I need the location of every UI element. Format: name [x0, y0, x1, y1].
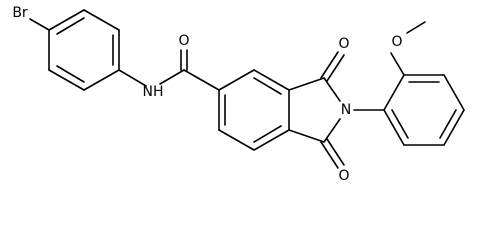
- bond: [56, 65, 85, 83]
- bond: [29, 18, 50, 31]
- bond: [326, 138, 345, 166]
- bond: [83, 9, 120, 31]
- bond: [83, 69, 120, 91]
- bond: [326, 54, 345, 82]
- amide-nitrogen-label: NH: [143, 84, 164, 100]
- bond-lines: [29, 9, 465, 169]
- bond: [56, 17, 85, 35]
- bond: [253, 77, 282, 95]
- bond: [253, 125, 282, 143]
- bond: [323, 118, 341, 143]
- bromine-label: Br: [12, 5, 28, 21]
- bond: [439, 109, 457, 139]
- bond: [183, 69, 220, 91]
- bond: [118, 69, 147, 87]
- amide-oxygen-label: O: [178, 33, 189, 49]
- bond: [253, 129, 290, 151]
- bond: [383, 109, 405, 146]
- bond: [159, 69, 185, 85]
- bond: [48, 69, 85, 91]
- bond: [320, 51, 339, 79]
- bond: [320, 141, 339, 169]
- atom-labels: Br NH O N O O O: [12, 5, 402, 184]
- bond: [323, 77, 341, 102]
- chemical-structure: Br NH O N O O O: [12, 5, 465, 184]
- bond: [390, 52, 405, 76]
- methoxy-oxygen-label: O: [391, 34, 402, 50]
- bond: [218, 69, 255, 91]
- bond: [288, 129, 325, 143]
- bond: [443, 109, 465, 146]
- bond: [443, 74, 465, 111]
- bond: [383, 74, 405, 111]
- bond: [253, 69, 290, 91]
- bond: [218, 129, 255, 151]
- imide-oxygen-bottom-label: O: [338, 168, 349, 184]
- imide-nitrogen-label: N: [341, 102, 351, 118]
- imide-oxygen-top-label: O: [338, 36, 349, 52]
- bond: [48, 9, 85, 31]
- bond: [406, 21, 426, 34]
- bond: [391, 109, 409, 139]
- bond: [288, 77, 325, 91]
